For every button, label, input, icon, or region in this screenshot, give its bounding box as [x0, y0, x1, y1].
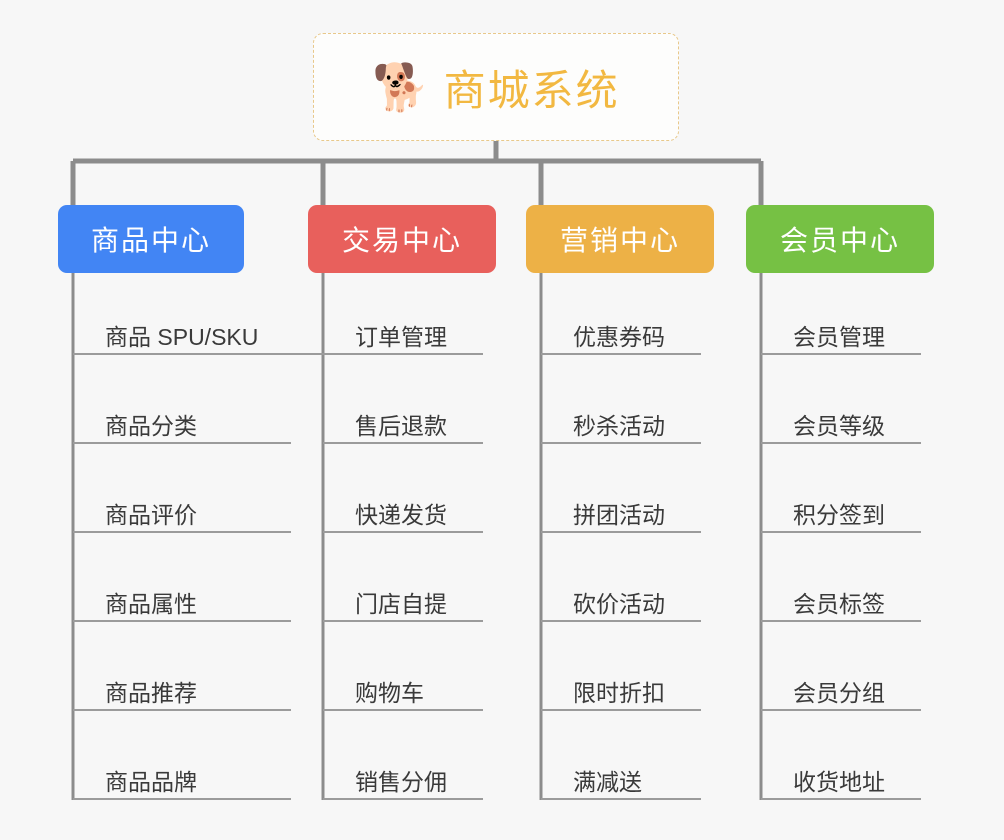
- category-box-3[interactable]: 营销中心: [526, 205, 714, 273]
- leaf-item[interactable]: 满减送: [541, 766, 701, 800]
- leaf-item[interactable]: 积分签到: [761, 499, 921, 533]
- leaf-item[interactable]: 限时折扣: [541, 677, 701, 711]
- leaf-item-label: 满减送: [573, 768, 642, 795]
- leaf-item-label: 商品 SPU/SKU: [105, 323, 259, 350]
- category-label: 会员中心: [779, 225, 900, 256]
- leaf-item-label: 商品属性: [105, 590, 197, 617]
- leaf-item-label: 砍价活动: [573, 590, 665, 617]
- category-box-1[interactable]: 商品中心: [58, 205, 244, 273]
- leaf-item[interactable]: 购物车: [323, 677, 483, 711]
- leaf-item[interactable]: 会员管理: [761, 321, 921, 355]
- shiba-dog-emoji: 🐕: [372, 61, 430, 113]
- leaf-item[interactable]: 商品推荐: [73, 677, 291, 711]
- leaf-item[interactable]: 订单管理: [323, 321, 483, 355]
- leaf-item-label: 会员标签: [793, 590, 885, 617]
- root-node[interactable]: 🐕 商城系统: [313, 33, 679, 141]
- leaf-item-label: 商品推荐: [105, 679, 197, 706]
- leaf-item[interactable]: 会员等级: [761, 410, 921, 444]
- leaf-item-label: 积分签到: [793, 501, 885, 528]
- leaf-item-label: 限时折扣: [573, 679, 665, 706]
- leaf-item-label: 门店自提: [355, 590, 447, 617]
- category-label: 交易中心: [341, 225, 462, 256]
- root-title: 商城系统: [443, 66, 620, 114]
- leaf-item[interactable]: 秒杀活动: [541, 410, 701, 444]
- leaf-item[interactable]: 优惠券码: [541, 321, 701, 355]
- leaf-item-label: 优惠券码: [573, 323, 665, 350]
- leaf-item[interactable]: 销售分佣: [323, 766, 483, 800]
- leaf-item-label: 会员分组: [793, 679, 885, 706]
- leaf-item-label: 商品品牌: [105, 768, 197, 795]
- leaf-item-label: 购物车: [355, 679, 424, 706]
- leaf-item[interactable]: 商品品牌: [73, 766, 291, 800]
- leaf-item-label: 商品评价: [105, 501, 197, 528]
- leaf-item[interactable]: 门店自提: [323, 588, 483, 622]
- leaf-item-label: 快递发货: [355, 501, 447, 528]
- leaf-item[interactable]: 收货地址: [761, 766, 921, 800]
- leaf-item[interactable]: 商品评价: [73, 499, 291, 533]
- leaf-item[interactable]: 拼团活动: [541, 499, 701, 533]
- leaf-item[interactable]: 砍价活动: [541, 588, 701, 622]
- category-label: 营销中心: [559, 225, 680, 256]
- category-box-4[interactable]: 会员中心: [746, 205, 934, 273]
- leaf-item[interactable]: 快递发货: [323, 499, 483, 533]
- leaf-item-label: 拼团活动: [573, 501, 665, 528]
- leaf-item-label: 会员等级: [793, 412, 885, 439]
- leaf-item-label: 销售分佣: [355, 768, 447, 795]
- leaf-item-label: 订单管理: [355, 323, 447, 350]
- leaf-item[interactable]: 售后退款: [323, 410, 483, 444]
- leaf-item-label: 商品分类: [105, 412, 197, 439]
- leaf-item-label: 会员管理: [793, 323, 885, 350]
- leaf-item[interactable]: 会员标签: [761, 588, 921, 622]
- leaf-item[interactable]: 商品 SPU/SKU: [73, 321, 361, 355]
- leaf-item[interactable]: 会员分组: [761, 677, 921, 711]
- leaf-item-label: 秒杀活动: [573, 412, 665, 439]
- category-label: 商品中心: [90, 225, 211, 256]
- leaf-item[interactable]: 商品属性: [73, 588, 291, 622]
- category-box-2[interactable]: 交易中心: [308, 205, 496, 273]
- leaf-item-label: 收货地址: [793, 768, 885, 795]
- leaf-item[interactable]: 商品分类: [73, 410, 291, 444]
- leaf-item-label: 售后退款: [355, 412, 447, 439]
